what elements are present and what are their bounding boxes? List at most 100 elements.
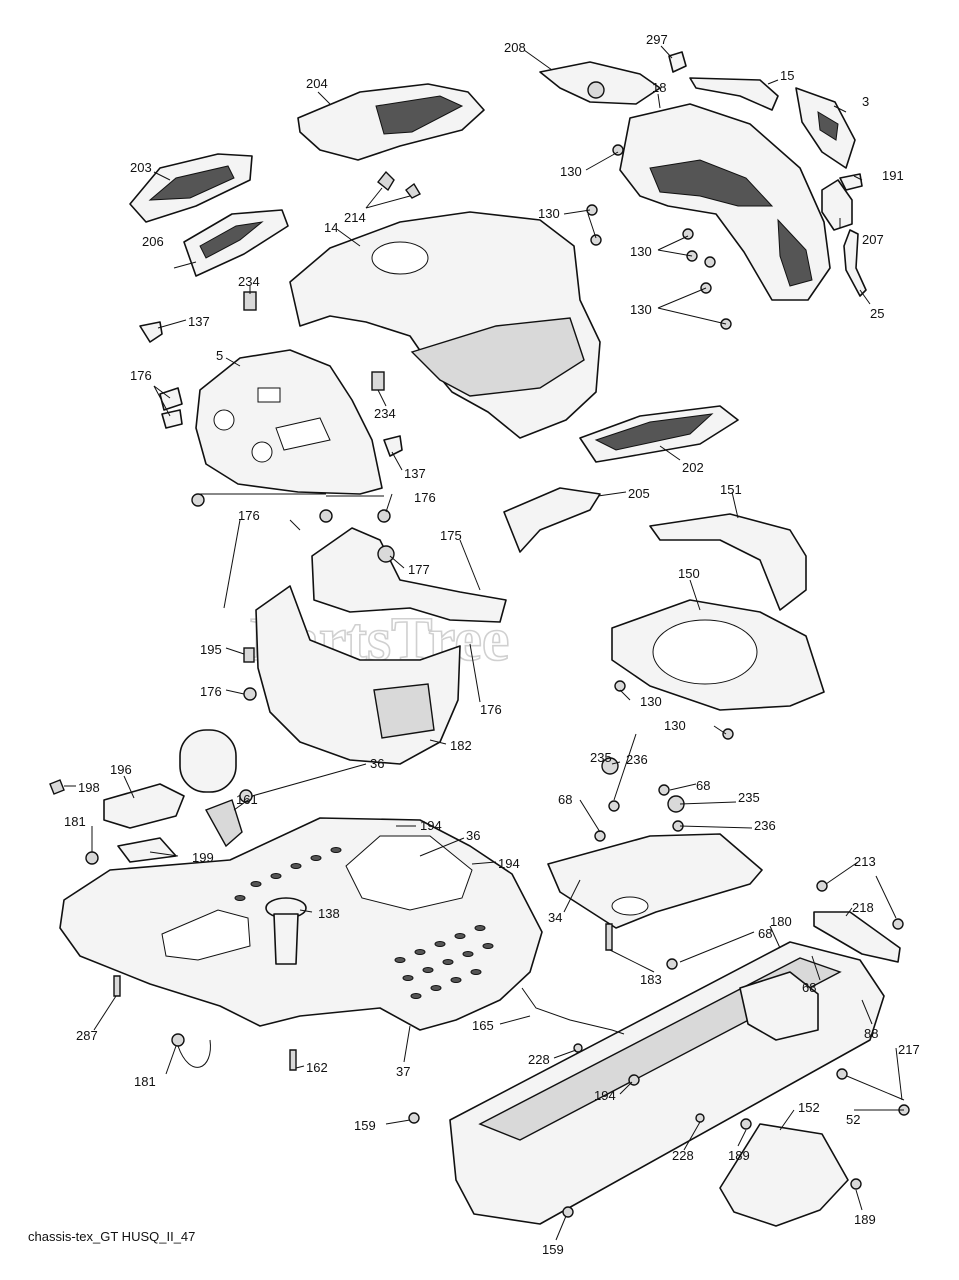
part-137-pin-a [139, 321, 163, 343]
callout-236-a: 236 [626, 752, 648, 767]
part-183-nut [666, 958, 678, 970]
callout-206: 206 [142, 234, 164, 249]
callout-189-b: 189 [854, 1212, 876, 1227]
part-68-bolt-b [658, 784, 670, 796]
part-137-pin-b [383, 435, 403, 457]
leader-lines [64, 45, 904, 1241]
callout-159-a: 159 [354, 1118, 376, 1133]
callout-176-d: 176 [200, 684, 222, 699]
callout-165: 165 [472, 1018, 494, 1033]
callout-175: 175 [440, 528, 462, 543]
part-297-clip [668, 51, 687, 73]
callout-5: 5 [216, 348, 223, 363]
part-5-throttle [251, 441, 273, 463]
part-18-lower-grille [777, 218, 813, 287]
callout-68-d: 68 [802, 980, 816, 995]
callout-176-a: 176 [130, 368, 152, 383]
part-183-bolt [605, 923, 613, 951]
callout-68-a: 68 [696, 778, 710, 793]
part-159-nut-b [562, 1206, 574, 1218]
part-203-vents [148, 165, 235, 201]
part-202-vents [594, 413, 714, 451]
callout-14: 14 [324, 220, 338, 235]
callout-228-a: 228 [528, 1052, 550, 1067]
callout-202: 202 [682, 460, 704, 475]
part-228-clip-b [695, 1113, 705, 1123]
part-152-shield [719, 1123, 849, 1227]
callout-176-c: 176 [238, 508, 260, 523]
callout-194-c: 194 [594, 1088, 616, 1103]
callout-137-b: 137 [404, 466, 426, 481]
callout-15: 15 [780, 68, 794, 83]
part-182-window [373, 683, 435, 739]
part-191-bracket [839, 173, 863, 191]
part-3-grille [817, 111, 839, 141]
part-189-bolt-b [850, 1178, 862, 1190]
callout-25: 25 [870, 306, 884, 321]
part-176-nut-c [377, 509, 391, 523]
part-159-nut-a [408, 1112, 420, 1124]
part-176-clip-a [159, 387, 183, 411]
callout-204: 204 [306, 76, 328, 91]
part-165-rod [521, 987, 625, 1035]
part-37-vent-pattern [234, 847, 494, 999]
part-15-trim-strip [689, 77, 779, 111]
part-181-clip-b [171, 1033, 185, 1047]
callout-130-b: 130 [538, 206, 560, 221]
part-138-neck-tube [273, 913, 299, 965]
part-176-nut-b [319, 509, 333, 523]
part-208-lamp [587, 81, 605, 99]
part-5-gauge-panel [275, 417, 331, 451]
part-205-trim [503, 487, 601, 553]
part-213-nut [892, 918, 904, 930]
callout-183: 183 [640, 972, 662, 987]
part-189-bolt-a [740, 1118, 752, 1130]
callout-196: 196 [110, 762, 132, 777]
part-5-dashboard-console [195, 349, 383, 495]
part-151-bracket [649, 513, 807, 611]
part-37-seat-opening [161, 909, 251, 961]
callout-287: 287 [76, 1028, 98, 1043]
callout-37: 37 [396, 1064, 410, 1079]
part-206-dash-grille [183, 209, 289, 277]
callout-208: 208 [504, 40, 526, 55]
callout-297: 297 [646, 32, 668, 47]
callout-177: 177 [408, 562, 430, 577]
part-236-nut-a [608, 800, 620, 812]
callout-68-c: 68 [758, 926, 772, 941]
part-234-clip-b [371, 371, 385, 391]
callout-180: 180 [770, 914, 792, 929]
part-176-clip-b [161, 409, 183, 429]
callout-194-b: 194 [498, 856, 520, 871]
screw-130-mid-b [722, 728, 734, 740]
callout-181-a: 181 [64, 814, 86, 829]
part-198-clip [49, 779, 65, 795]
callout-176-b: 176 [414, 490, 436, 505]
callout-235-b: 235 [738, 790, 760, 805]
callout-162: 162 [306, 1060, 328, 1075]
part-161-detail-bubble [179, 729, 237, 793]
callout-214: 214 [344, 210, 366, 225]
part-5-light-switch [257, 387, 281, 403]
callout-151: 151 [720, 482, 742, 497]
callout-130-a: 130 [560, 164, 582, 179]
part-217-end [836, 1068, 848, 1080]
part-36-cover-opening [345, 835, 473, 911]
part-206-vents [199, 221, 264, 259]
diagram-caption: chassis-tex_GT HUSQ_II_47 [28, 1229, 196, 1244]
part-181-cable [177, 1039, 211, 1068]
callout-68-b: 68 [558, 792, 572, 807]
callout-194-a: 194 [420, 818, 442, 833]
part-235-bumper-a [601, 757, 619, 775]
part-18-grille [649, 159, 774, 207]
callout-34: 34 [548, 910, 562, 925]
part-218-bracket [813, 911, 901, 963]
part-181-clip-a [85, 851, 99, 865]
part-68-bolt-a [594, 830, 606, 842]
callout-199: 199 [192, 850, 214, 865]
part-175-dash-frame [311, 527, 507, 623]
callout-235-a: 235 [590, 750, 612, 765]
callout-numbers: 297 208 18 15 3 204 203 214 191 130 130 … [64, 32, 920, 1257]
callout-198: 198 [78, 780, 100, 795]
